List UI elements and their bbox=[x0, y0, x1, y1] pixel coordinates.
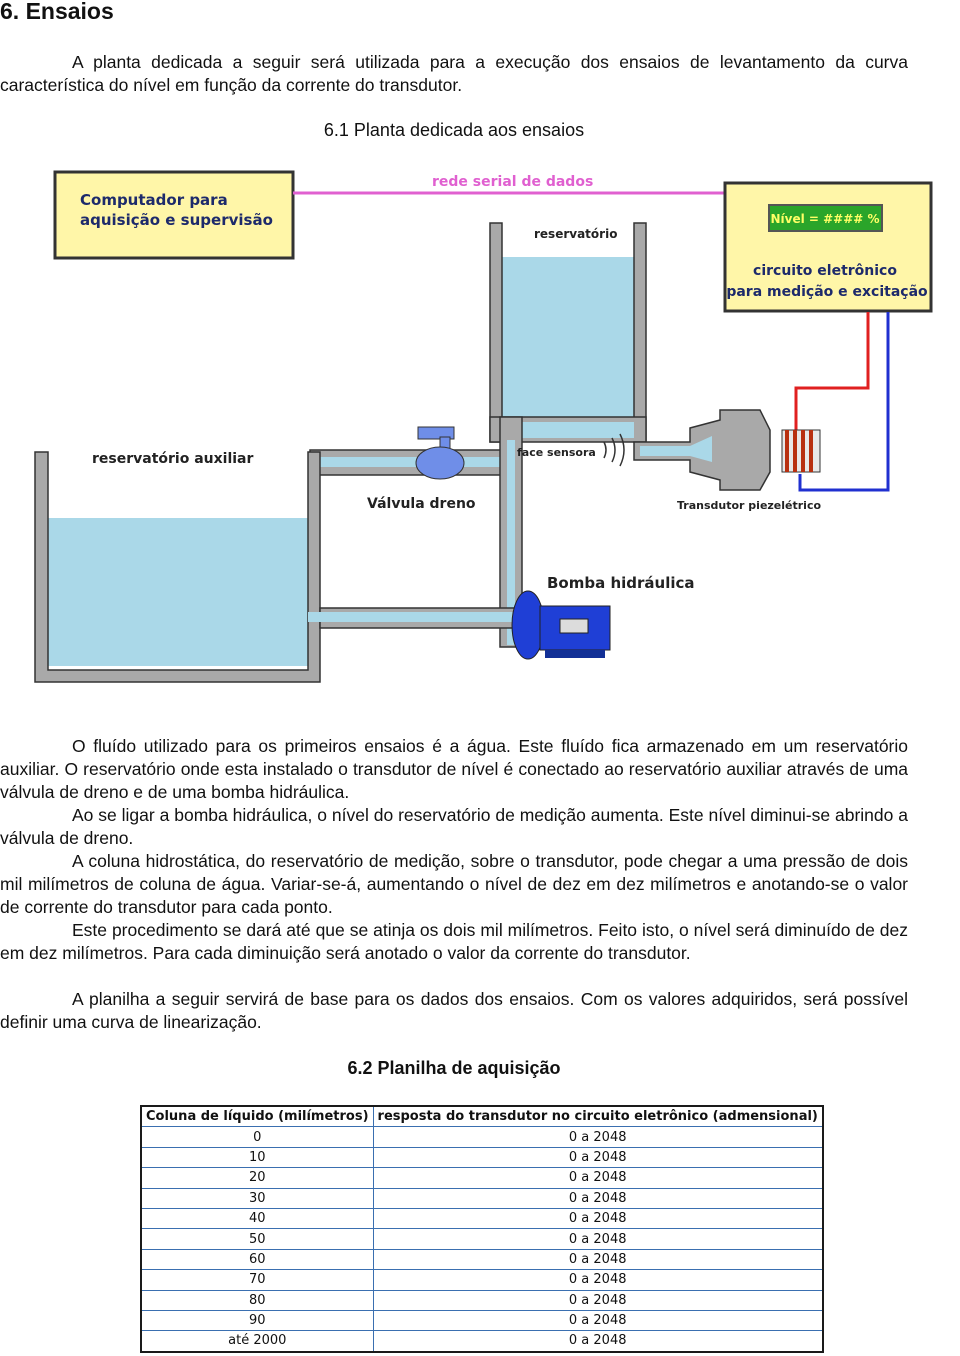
table-cell-transducer-response: 0 a 2048 bbox=[372, 1269, 824, 1291]
aux-reservoir-label: reservatório auxiliar bbox=[92, 451, 253, 467]
drain-valve-label: Válvula dreno bbox=[367, 496, 476, 512]
body-paragraph-4: Este procedimento se dará até que se ati… bbox=[0, 920, 908, 963]
body-paragraph-1: O fluído utilizado para os primeiros ens… bbox=[0, 736, 908, 802]
body-paragraph-2: Ao se ligar a bomba hidráulica, o nível … bbox=[0, 805, 908, 848]
table-cell-column-height: 60 bbox=[139, 1248, 374, 1271]
table-cell-transducer-response: 0 a 2048 bbox=[372, 1187, 824, 1209]
red-wire bbox=[794, 312, 870, 430]
computer-label-1: Computador para bbox=[80, 191, 228, 209]
table-cell-column-height: 30 bbox=[139, 1187, 374, 1209]
circuit-box bbox=[723, 181, 933, 313]
body-paragraph-3: A coluna hidrostática, do reservatório d… bbox=[0, 851, 908, 917]
intro-paragraph: A planta dedicada a seguir será utilizad… bbox=[0, 52, 908, 95]
sound-waves bbox=[603, 433, 625, 467]
sensing-face-label: face sensora bbox=[517, 446, 596, 459]
aux-reservoir-wall bbox=[34, 451, 321, 683]
computer-box bbox=[53, 170, 295, 260]
table-cell-column-height: 50 bbox=[139, 1228, 374, 1250]
table-cell-transducer-response: 0 a 2048 bbox=[372, 1167, 824, 1189]
table-cell-column-height: 40 bbox=[139, 1207, 374, 1230]
serial-network-label: rede serial de dados bbox=[432, 174, 593, 190]
level-display bbox=[768, 204, 883, 232]
table-cell-transducer-response: 0 a 2048 bbox=[372, 1309, 824, 1332]
circuit-label-1: circuito eletrônico bbox=[753, 263, 897, 279]
drain-valve bbox=[415, 426, 465, 480]
hydraulic-pump bbox=[511, 590, 611, 660]
table-cell-column-height: até 2000 bbox=[139, 1330, 374, 1353]
plant-diagram: Computador para aquisição e supervisão r… bbox=[34, 170, 933, 683]
circuit-label-2: para medição e excitação bbox=[726, 284, 928, 300]
table-header-transducer-response: resposta do transdutor no circuito eletr… bbox=[372, 1105, 824, 1128]
table-cell-transducer-response: 0 a 2048 bbox=[372, 1228, 824, 1250]
aux-reservoir-water bbox=[48, 518, 308, 666]
table-cell-transducer-response: 0 a 2048 bbox=[372, 1289, 824, 1311]
table-cell-transducer-response: 0 a 2048 bbox=[372, 1146, 824, 1169]
pump-label: Bomba hidráulica bbox=[547, 574, 695, 592]
table-header-column-height: Coluna de líquido (milímetros) bbox=[139, 1105, 374, 1128]
table-cell-column-height: 70 bbox=[139, 1269, 374, 1291]
table-cell-column-height: 80 bbox=[139, 1289, 374, 1311]
section-title: 6. Ensaios bbox=[0, 0, 114, 24]
table-cell-transducer-response: 0 a 2048 bbox=[372, 1126, 824, 1148]
table-cell-column-height: 10 bbox=[139, 1146, 374, 1169]
table-header-row: Coluna de líquido (milímetros) resposta … bbox=[139, 1105, 824, 1128]
computer-label-2: aquisição e supervisão bbox=[80, 211, 273, 229]
acquisition-table: Coluna de líquido (milímetros) resposta … bbox=[139, 1105, 824, 1353]
table-cell-transducer-response: 0 a 2048 bbox=[372, 1248, 824, 1271]
table-cell-column-height: 0 bbox=[139, 1126, 374, 1148]
subsection-title-spreadsheet: 6.2 Planilha de aquisição bbox=[347, 1058, 561, 1078]
subsection-title-plant: 6.1 Planta dedicada aos ensaios bbox=[323, 120, 585, 140]
table-cell-column-height: 90 bbox=[139, 1309, 374, 1332]
blue-wire bbox=[798, 312, 890, 492]
table-cell-column-height: 20 bbox=[139, 1167, 374, 1189]
level-display-text: Nível = #### % bbox=[770, 212, 879, 226]
table-cell-transducer-response: 0 a 2048 bbox=[372, 1330, 824, 1353]
body-paragraph-5: A planilha a seguir servirá de base para… bbox=[0, 989, 908, 1032]
measurement-reservoir-water bbox=[502, 257, 634, 417]
transducer-label: Transdutor piezelétrico bbox=[677, 499, 821, 512]
measurement-reservoir-label: reservatório bbox=[534, 227, 617, 241]
table-cell-transducer-response: 0 a 2048 bbox=[372, 1207, 824, 1230]
